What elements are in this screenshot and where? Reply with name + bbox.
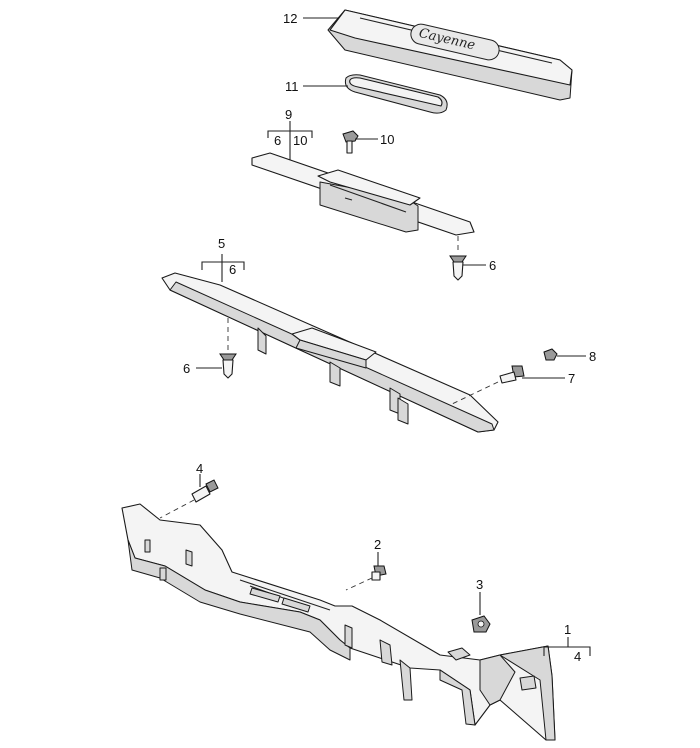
part-4-screw-plug: [191, 479, 219, 503]
callout-10: 10: [380, 132, 394, 147]
callout-11: 11: [285, 79, 299, 94]
callout-2: 2: [374, 537, 381, 552]
callout-9: 9: [285, 107, 292, 122]
callout-9-sub-10: 10: [293, 133, 307, 148]
part-6-clip-left: [219, 353, 237, 379]
callout-9-sub-6: 6: [274, 133, 281, 148]
callout-4: 4: [196, 461, 203, 476]
callout-12: 12: [283, 11, 297, 26]
callout-6-top: 6: [489, 258, 496, 273]
part-8-nut: [543, 348, 558, 361]
callout-5-sub-6: 6: [229, 262, 236, 277]
part-5-long-cover: [161, 272, 499, 433]
guide-2: [345, 577, 373, 591]
part-9-upper-trim-panel: [251, 152, 475, 236]
part-12-sill-cover-plate: Cayenne: [327, 9, 573, 101]
emblem-recess: [410, 23, 500, 61]
part-1-carrier-frame: [121, 503, 556, 741]
callout-1-sub-4: 4: [574, 649, 581, 664]
callout-5: 5: [218, 236, 225, 251]
bracket-5: [201, 261, 245, 270]
guide-4: [159, 499, 195, 519]
part-2-screw: [371, 565, 387, 581]
bracket-9: [267, 130, 313, 138]
callout-8: 8: [589, 349, 596, 364]
part-10-screw: [342, 130, 359, 154]
part-6-clip-top: [449, 255, 467, 281]
part-7-bolt: [499, 365, 525, 384]
callout-7: 7: [568, 371, 575, 386]
callout-6-left: 6: [183, 361, 190, 376]
callout-3: 3: [476, 577, 483, 592]
part-3-hex-nut: [471, 615, 491, 633]
bracket-1: [543, 646, 591, 656]
part-11-lens: [344, 74, 448, 114]
callout-1: 1: [564, 622, 571, 637]
